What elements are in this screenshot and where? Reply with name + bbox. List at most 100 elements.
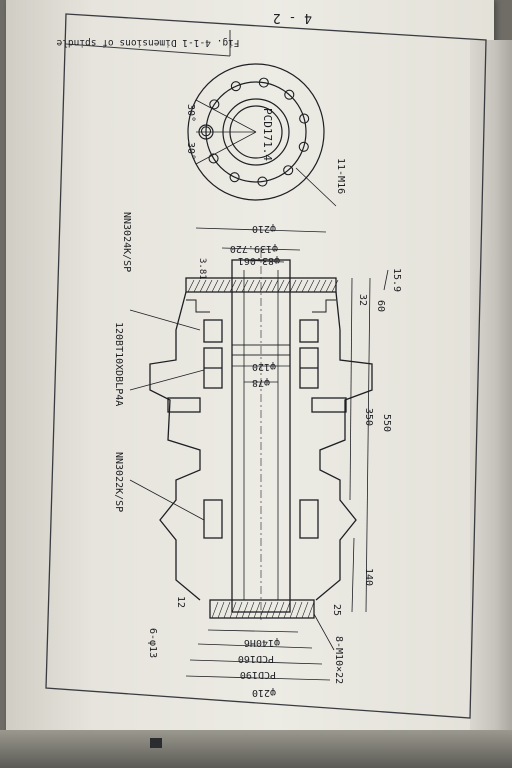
bolt-hole	[229, 172, 240, 183]
dimension-lines	[129, 227, 389, 681]
book-binding-shadow	[0, 730, 512, 768]
bearing-front-right	[299, 319, 319, 343]
hatch-line	[307, 279, 315, 293]
dim-15-9: 15.9	[391, 268, 402, 292]
hatch-line	[217, 279, 225, 293]
dim-line-139	[221, 247, 301, 251]
hatch-line	[205, 279, 213, 293]
dim-d83: φ83.061	[238, 255, 280, 266]
dim-550: 550	[381, 414, 392, 432]
page-number: 4 - 2	[273, 10, 312, 25]
dim-line-210-top	[195, 227, 327, 233]
bearing-label-middle: 120BT10XDBLP4A	[113, 322, 124, 406]
flange-bolt-holes	[200, 77, 310, 187]
hatch-line	[265, 601, 273, 619]
hatch-line	[235, 601, 243, 619]
dim-32: 32	[357, 294, 368, 306]
dim-d140h6: φ140H6	[244, 637, 280, 648]
hatch-line	[259, 279, 267, 293]
bolt-hole	[200, 126, 212, 137]
hatch-line	[325, 279, 333, 293]
dim-12: 12	[175, 596, 186, 608]
hatch-line	[289, 601, 297, 619]
binding-mark	[150, 738, 162, 748]
hatch-line	[247, 601, 255, 619]
hatch-line	[295, 279, 303, 293]
dim-line-83	[239, 259, 285, 263]
bolt-hole	[283, 165, 294, 176]
pcd-label: PCD171.4	[261, 108, 274, 161]
bolt-hole	[298, 141, 309, 152]
dim-line-140h6	[207, 629, 299, 633]
spindle-section	[149, 250, 373, 620]
hatch-line	[199, 279, 207, 293]
hatch-line	[319, 279, 327, 293]
dim-d210-top: φ210	[252, 223, 276, 234]
hatch-line	[187, 279, 195, 293]
housing-wall-left	[149, 291, 201, 601]
hatch-line	[253, 601, 261, 619]
dim-6-holes: 6-φ13	[147, 628, 158, 658]
hatch-line	[259, 601, 267, 619]
dim-d78: φ78	[252, 377, 270, 388]
hatch-line	[193, 279, 201, 293]
leader-rear-bearing	[129, 479, 205, 521]
hatch-line	[235, 279, 243, 293]
hatch-line	[217, 601, 225, 619]
figure-caption: Fig. 4-1-1 Dimensions of spindle	[56, 37, 239, 48]
bearing-label-rear: NN3022K/SP	[113, 452, 124, 512]
dim-screws: 8-M10×22	[333, 636, 344, 684]
hatch-line	[271, 601, 279, 619]
hatch-line	[265, 279, 273, 293]
hatch-line	[301, 279, 309, 293]
hatch-line	[277, 279, 285, 293]
housing-wall-right	[315, 291, 373, 601]
hatch-line	[247, 279, 255, 293]
dim-3-81: 3.81	[197, 258, 207, 280]
dim-leader-15-9	[383, 269, 389, 291]
dim-25: 25	[331, 604, 342, 616]
rear-nose	[209, 599, 315, 619]
seal-right	[312, 299, 336, 313]
hatch-line	[241, 601, 249, 619]
dim-d139: φ139.720	[230, 243, 278, 254]
bolt-hole	[258, 77, 269, 88]
hatch-line	[229, 601, 237, 619]
document-page	[6, 0, 494, 745]
drawing-frame	[45, 13, 487, 719]
dim-pcd190: PCD190	[240, 669, 276, 680]
dim-350: 350	[363, 408, 374, 426]
dim-140: 140	[363, 568, 374, 586]
caption-box-line	[65, 43, 231, 57]
bearing-spacer	[231, 344, 291, 356]
bolt-hole	[299, 113, 310, 124]
dim-60: 60	[375, 300, 386, 312]
dim-line-pcd160	[197, 643, 313, 649]
bolt-hole	[284, 89, 295, 100]
hatch-line	[331, 279, 339, 293]
hatch-line	[301, 601, 309, 619]
hatch-line	[223, 279, 231, 293]
angle-line-bottom	[195, 131, 257, 165]
hatch-line	[241, 279, 249, 293]
dim-line-pcd190	[189, 659, 323, 665]
bolt-hole	[257, 176, 268, 187]
bolt-hole	[230, 81, 241, 92]
dim-line-350	[349, 277, 353, 501]
dim-pcd160: PCD160	[238, 653, 274, 664]
hatch-line	[253, 279, 261, 293]
hatch-line	[211, 601, 219, 619]
drive-key-right	[311, 397, 347, 413]
hatch-line	[283, 279, 291, 293]
flange-end-view	[187, 63, 337, 207]
bearing-rear-left	[203, 499, 223, 539]
drive-key-left	[167, 397, 201, 413]
dim-line-210-bottom	[185, 675, 331, 681]
hatch-line	[271, 279, 279, 293]
bolt-thread-label: 11-M16	[335, 158, 346, 194]
hatch-line	[313, 279, 321, 293]
hatch-line	[211, 279, 219, 293]
hatch-line	[229, 279, 237, 293]
section-hatching	[187, 279, 339, 619]
